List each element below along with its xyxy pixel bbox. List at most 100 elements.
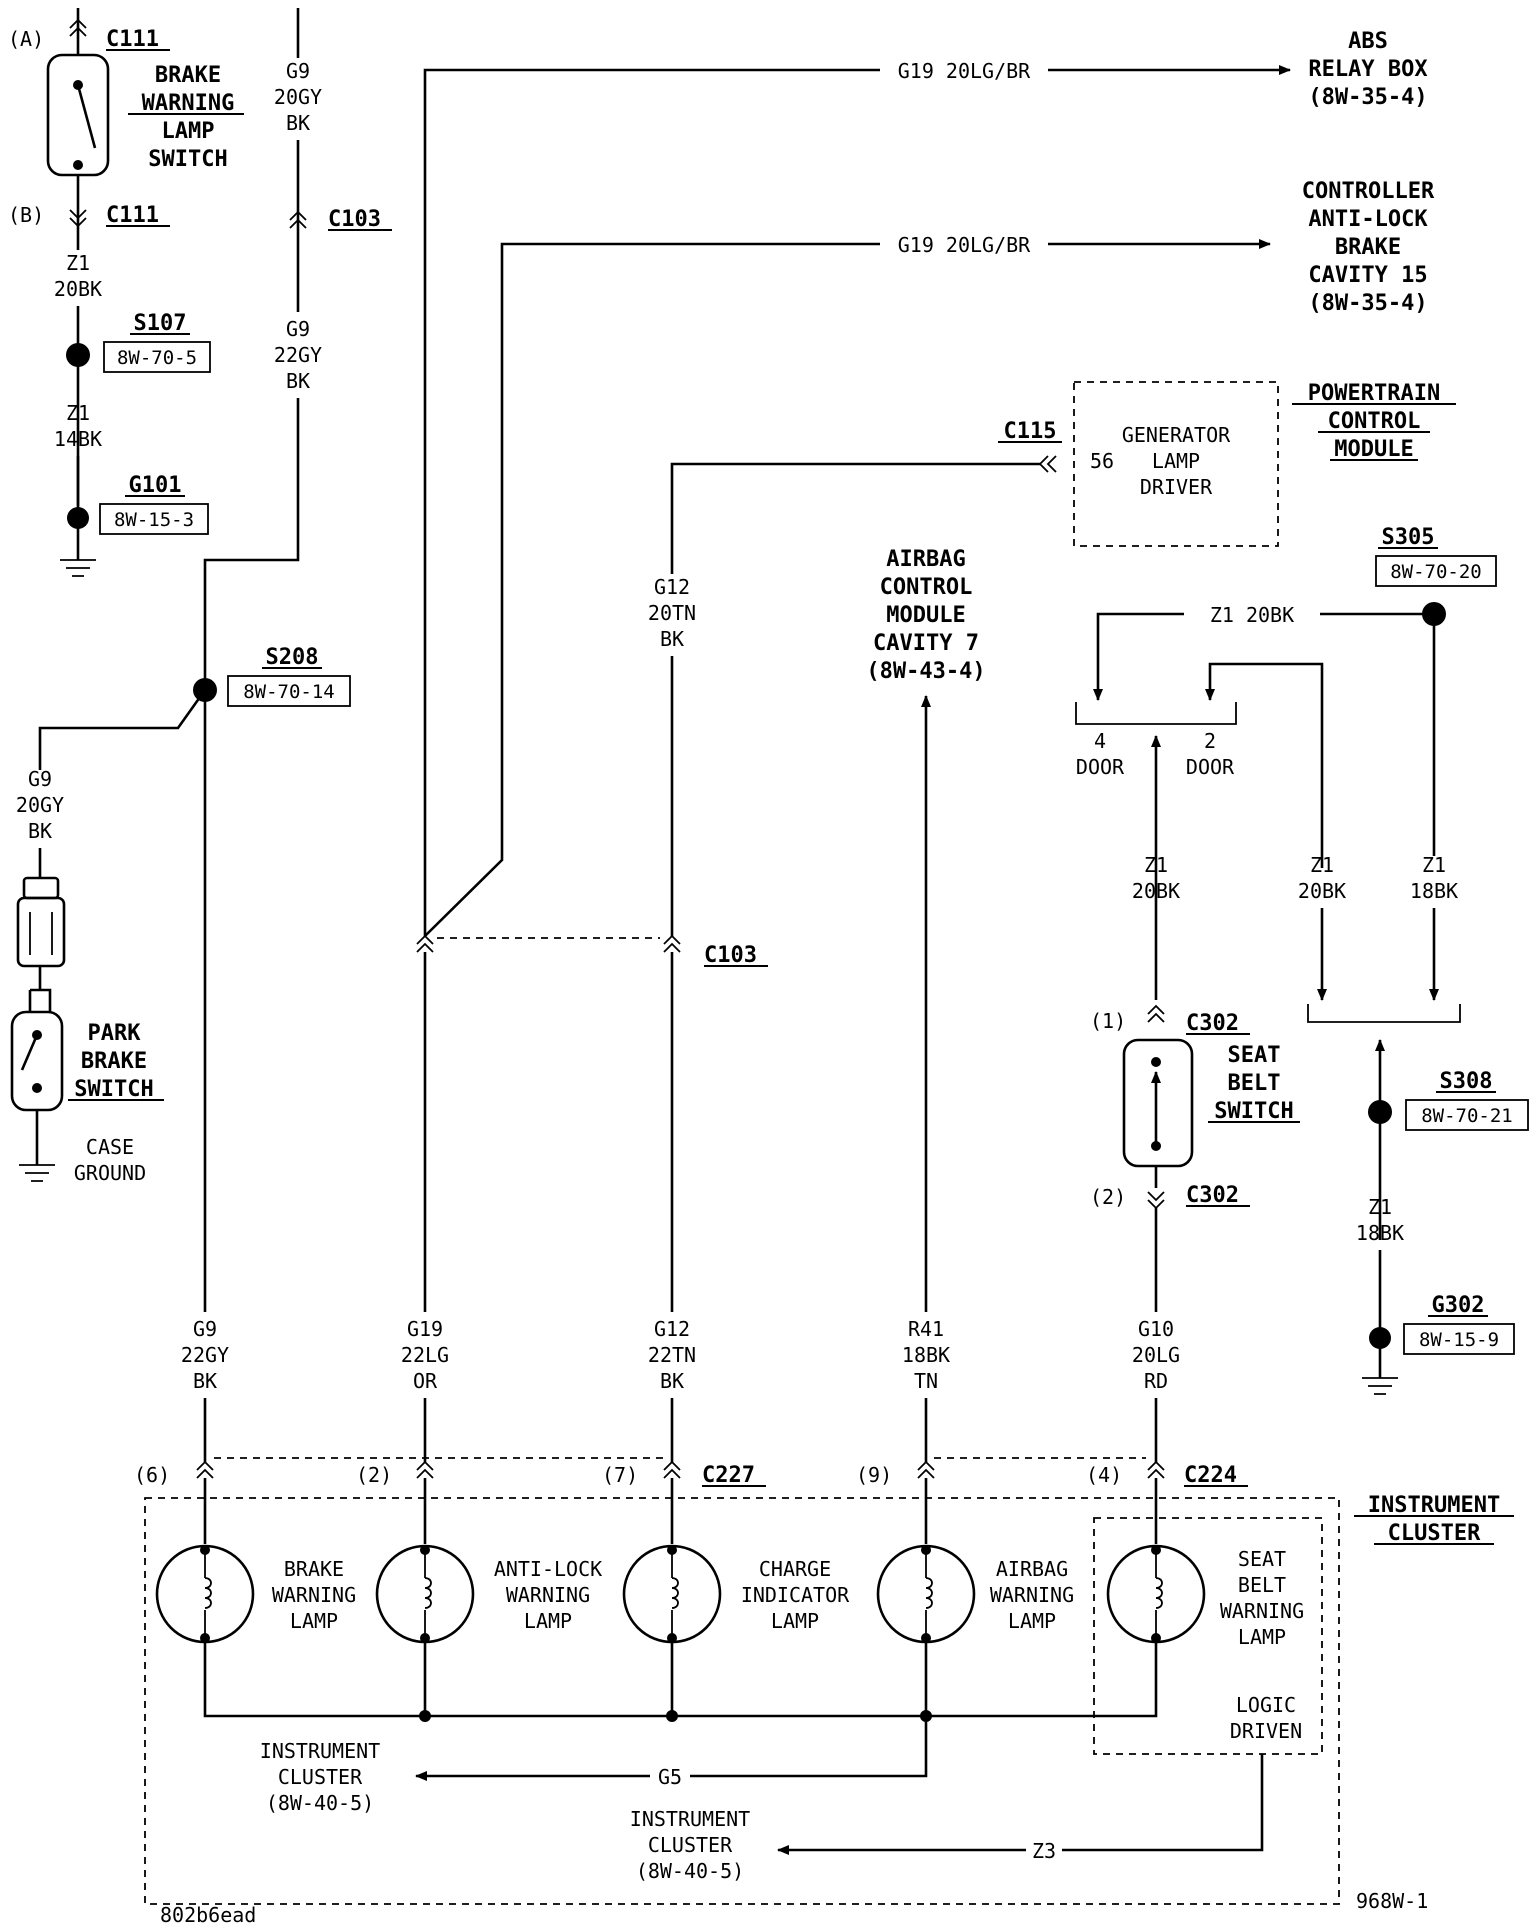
abs-relay-label-1: ABS	[1348, 29, 1388, 54]
ground-symbol	[60, 559, 96, 577]
wire-r41-label: R41	[908, 1317, 944, 1341]
instrument-cluster-box	[144, 1497, 1340, 1905]
case-ground-label-1: CASE	[86, 1135, 134, 1159]
park-switch-label-1: PARK	[88, 1021, 142, 1046]
airbag-module-label-2: CONTROL	[880, 575, 973, 600]
door-2-label-1: 2	[1204, 729, 1216, 753]
controller-label-3: BRAKE	[1335, 235, 1401, 260]
splice-s305-ref: 8W-70-20	[1390, 561, 1482, 583]
brake-warning-lamp-switch-group: (A) (B) C111 C111 BRAKE WARNING LAMP SWI…	[8, 8, 244, 577]
splice-s107-ref: 8W-70-5	[117, 347, 197, 369]
wire-g19-to-abs-controller: G19 20LG/BR	[898, 233, 1031, 257]
connector-c103-mid: C103	[704, 943, 757, 968]
connector-c302-bottom: C302	[1186, 1183, 1239, 1208]
wire-g12-bottom: G12	[654, 1317, 690, 1341]
anti-lock-warning-lamp	[375, 1544, 475, 1644]
wire-g9-label: G9	[286, 59, 310, 83]
pcm-label-3: MODULE	[1334, 437, 1413, 462]
wire-g12-label: G12	[654, 575, 690, 599]
seatbelt-lamp-label-4: LAMP	[1238, 1625, 1286, 1649]
wire-g5: G5	[658, 1765, 682, 1789]
connector-c302-top: C302	[1186, 1011, 1239, 1036]
park-switch-label-2: BRAKE	[81, 1049, 147, 1074]
seat-belt-switch	[1122, 1038, 1194, 1168]
pin-6-label: (6)	[134, 1463, 170, 1487]
airbag-lamp-label-3: LAMP	[1008, 1609, 1056, 1633]
pcm-label-2: CONTROL	[1328, 409, 1421, 434]
airbag-lamp-label-2: WARNING	[990, 1583, 1074, 1607]
seat-belt-lamp-logic-box	[1093, 1517, 1323, 1755]
connector-c115: C115	[1004, 419, 1057, 444]
airbag-warning-lamp	[876, 1544, 976, 1644]
wire-z1-2door-20bk: 20BK	[1298, 879, 1346, 903]
antilock-lamp-label-2: WARNING	[506, 1583, 590, 1607]
splice-s305: S305	[1382, 525, 1435, 550]
connector-c111-a-symbol	[69, 18, 87, 37]
charge-lamp-label-1: CHARGE	[759, 1557, 831, 1581]
pin-a-label: (A)	[8, 27, 44, 51]
antilock-lamp-label-1: ANTI-LOCK	[494, 1557, 602, 1581]
cluster-connectors: (6) (2) (7) C227 (9) (4) C224	[134, 1398, 1248, 1488]
brake-switch-label-2: WARNING	[142, 91, 235, 116]
abs-relay-label-3: (8W-35-4)	[1308, 85, 1427, 110]
seatbelt-lamp-label-1: SEAT	[1238, 1547, 1286, 1571]
door-4-label-1: 4	[1094, 729, 1106, 753]
connector-c103-g19-symbol	[416, 934, 434, 953]
wire-z1-20bk: 20BK	[54, 277, 102, 301]
park-brake-branch: G9 20GY BK PARK BRAKE SWITCH CASE GROUND	[10, 689, 207, 1185]
gen-driver-label-2: LAMP	[1152, 449, 1200, 473]
airbag-module-label-3: MODULE	[886, 603, 965, 628]
ic-ref1-label-3: (8W-40-5)	[266, 1791, 374, 1815]
pin-56-label: 56	[1090, 449, 1114, 473]
wire-g12-bk: BK	[660, 627, 684, 651]
footer-left-code: 802b6ead	[160, 1903, 256, 1927]
wire-g12-22tn: 22TN	[648, 1343, 696, 1367]
ground-g302-dot	[1369, 1327, 1391, 1349]
connector-c227: C227	[702, 1463, 755, 1488]
wire-g12-group: GENERATOR LAMP DRIVER 56 C115 POWERTRAIN…	[648, 381, 1456, 1393]
charge-lamp-label-3: LAMP	[771, 1609, 819, 1633]
ic-ref1-label-2: CLUSTER	[278, 1765, 363, 1789]
splice-s107: S107	[134, 311, 187, 336]
ic-ref2-label-2: CLUSTER	[648, 1833, 733, 1857]
pin-4-label: (4)	[1086, 1463, 1122, 1487]
wire-z1-s305: Z1	[1422, 853, 1446, 877]
wire-g9-bk-2: BK	[286, 369, 310, 393]
brake-switch-label-1: BRAKE	[155, 63, 221, 88]
pin-2-label: (2)	[1090, 1185, 1126, 1209]
door-selector-bracket	[1075, 702, 1237, 725]
airbag-module-label-5: (8W-43-4)	[866, 659, 985, 684]
gen-driver-label-1: GENERATOR	[1122, 423, 1231, 447]
gen-driver-label-3: DRIVER	[1140, 475, 1213, 499]
wire-z1-14bk: 14BK	[54, 427, 102, 451]
pin-1-label: (1)	[1090, 1009, 1126, 1033]
seat-switch-label-3: SWITCH	[1214, 1099, 1293, 1124]
airbag-lamp-label-1: AIRBAG	[996, 1557, 1068, 1581]
brake-lamp-label-2: WARNING	[272, 1583, 356, 1607]
case-ground-label-2: GROUND	[74, 1161, 146, 1185]
wire-z1-s308: Z1	[1368, 1195, 1392, 1219]
seat-belt-warning-lamp	[1106, 1544, 1206, 1644]
ic-ref2-label-1: INSTRUMENT	[630, 1807, 750, 1831]
wire-z1-seat-20bk: 20BK	[1132, 879, 1180, 903]
ground-g101: G101	[129, 473, 182, 498]
ground-g101-ref: 8W-15-3	[114, 509, 194, 531]
wire-g12-20tn: 20TN	[648, 601, 696, 625]
connector-c111-b-symbol	[69, 209, 87, 228]
wire-g10-rd: RD	[1144, 1369, 1168, 1393]
wire-r41-18bk: 18BK	[902, 1343, 950, 1367]
charge-indicator-lamp	[622, 1544, 722, 1644]
wire-g19-to-abs-relay: G19 20LG/BR	[898, 59, 1031, 83]
ground-g302-symbol	[1362, 1377, 1398, 1395]
wire-g9-label-2: G9	[286, 317, 310, 341]
connector-c111-a: C111	[106, 27, 159, 52]
pin-b-label: (B)	[8, 203, 44, 227]
connector-c103-top: C103	[328, 207, 381, 232]
pcm-label-1: POWERTRAIN	[1308, 381, 1440, 406]
wire-g10-label: G10	[1138, 1317, 1174, 1341]
wire-r41-tn: TN	[914, 1369, 938, 1393]
wire-z1-seat: Z1	[1144, 853, 1168, 877]
connector-c111-b: C111	[106, 203, 159, 228]
abs-relay-label-2: RELAY BOX	[1308, 57, 1427, 82]
wire-g19-22lg: 22LG	[401, 1343, 449, 1367]
